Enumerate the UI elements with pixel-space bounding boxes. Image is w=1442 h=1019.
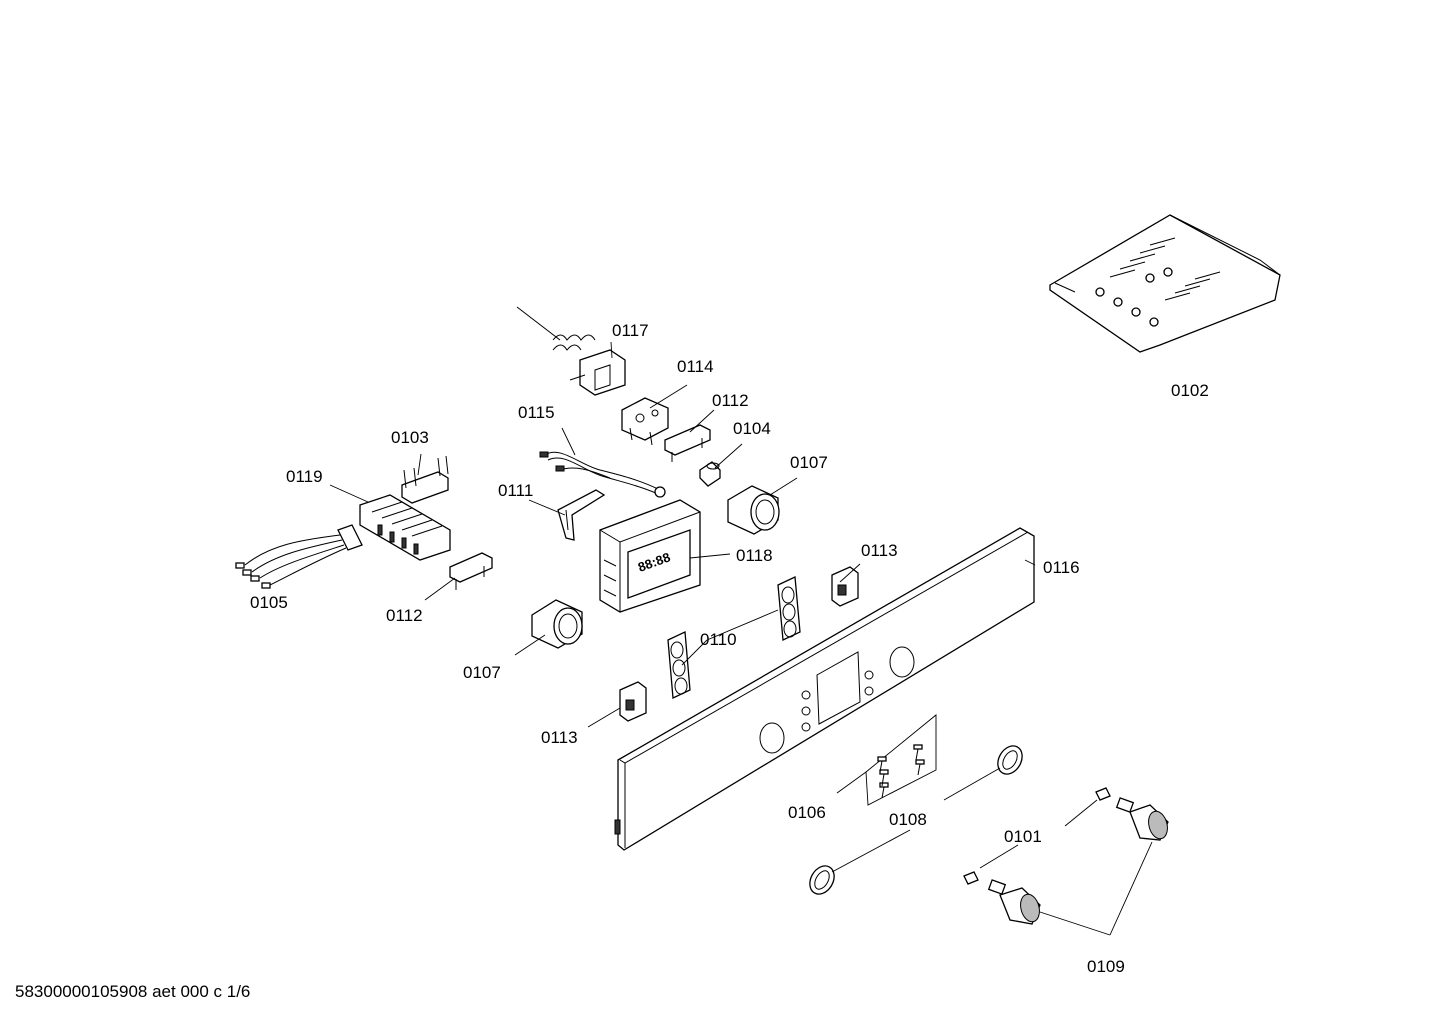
screws-set-part: [865, 714, 937, 806]
bracket-part: [621, 397, 669, 446]
leader-lines: [329, 341, 1153, 936]
clip-bottom-part: [449, 552, 493, 590]
label-0118: 0118: [736, 546, 773, 565]
label-0106: 0106: [788, 803, 826, 822]
label-0105: 0105: [250, 593, 288, 612]
knob-bezel-bottom-part: [531, 599, 583, 649]
label-0113-upper: 0113: [861, 541, 898, 560]
label-0112-bottom: 0112: [386, 606, 423, 625]
label-0110: 0110: [700, 630, 737, 649]
knob-bezel-top-part: [727, 485, 780, 535]
label-0109: 0109: [1087, 957, 1125, 976]
seal-strip-lower-part: [667, 631, 691, 699]
control-panel-fascia-part: [614, 527, 1035, 851]
label-0102: 0102: [1171, 381, 1209, 400]
lamp-part: [699, 461, 721, 487]
label-0108: 0108: [889, 810, 927, 829]
timer-module-part: 88:88: [599, 499, 701, 613]
switch-clip-lower-part: [619, 681, 647, 722]
part-labels: 0117 0114 0112 0115 0104 0103 0107 0119 …: [250, 321, 1209, 976]
cap-upper-part: [1095, 787, 1111, 801]
label-0114: 0114: [677, 357, 714, 376]
label-0112-top: 0112: [712, 391, 749, 410]
seal-strip-upper-part: [777, 576, 801, 641]
knob-lower-part: [987, 879, 1041, 925]
ring-lower-part: [809, 865, 835, 895]
label-0116: 0116: [1043, 558, 1080, 577]
label-0113-lower: 0113: [541, 728, 578, 747]
label-0107-bottom: 0107: [463, 663, 501, 682]
cap-lower-part: [963, 871, 979, 885]
label-0101: 0101: [1004, 827, 1042, 846]
switch-clip-upper-part: [831, 566, 859, 607]
label-0117: 0117: [612, 321, 649, 340]
clip-top-part: [664, 424, 711, 462]
wiring-harness-part: [539, 451, 666, 498]
cable-plug-part: [235, 524, 363, 589]
ring-upper-part: [997, 745, 1023, 775]
label-0115: 0115: [518, 403, 555, 422]
label-0119: 0119: [286, 467, 323, 486]
screw-bag-part: [1049, 214, 1281, 353]
knob-upper-part: [1115, 797, 1169, 841]
label-0111: 0111: [498, 481, 533, 500]
label-0103: 0103: [391, 428, 429, 447]
label-0107-top: 0107: [790, 453, 828, 472]
label-0104: 0104: [733, 419, 771, 438]
document-code: 58300000105908 aet 000 c 1/6: [15, 982, 250, 1001]
small-bracket-part: [401, 455, 449, 504]
lever-part: [557, 489, 606, 541]
terminal-block-part: [359, 494, 451, 561]
thermostat-part: [516, 306, 626, 396]
